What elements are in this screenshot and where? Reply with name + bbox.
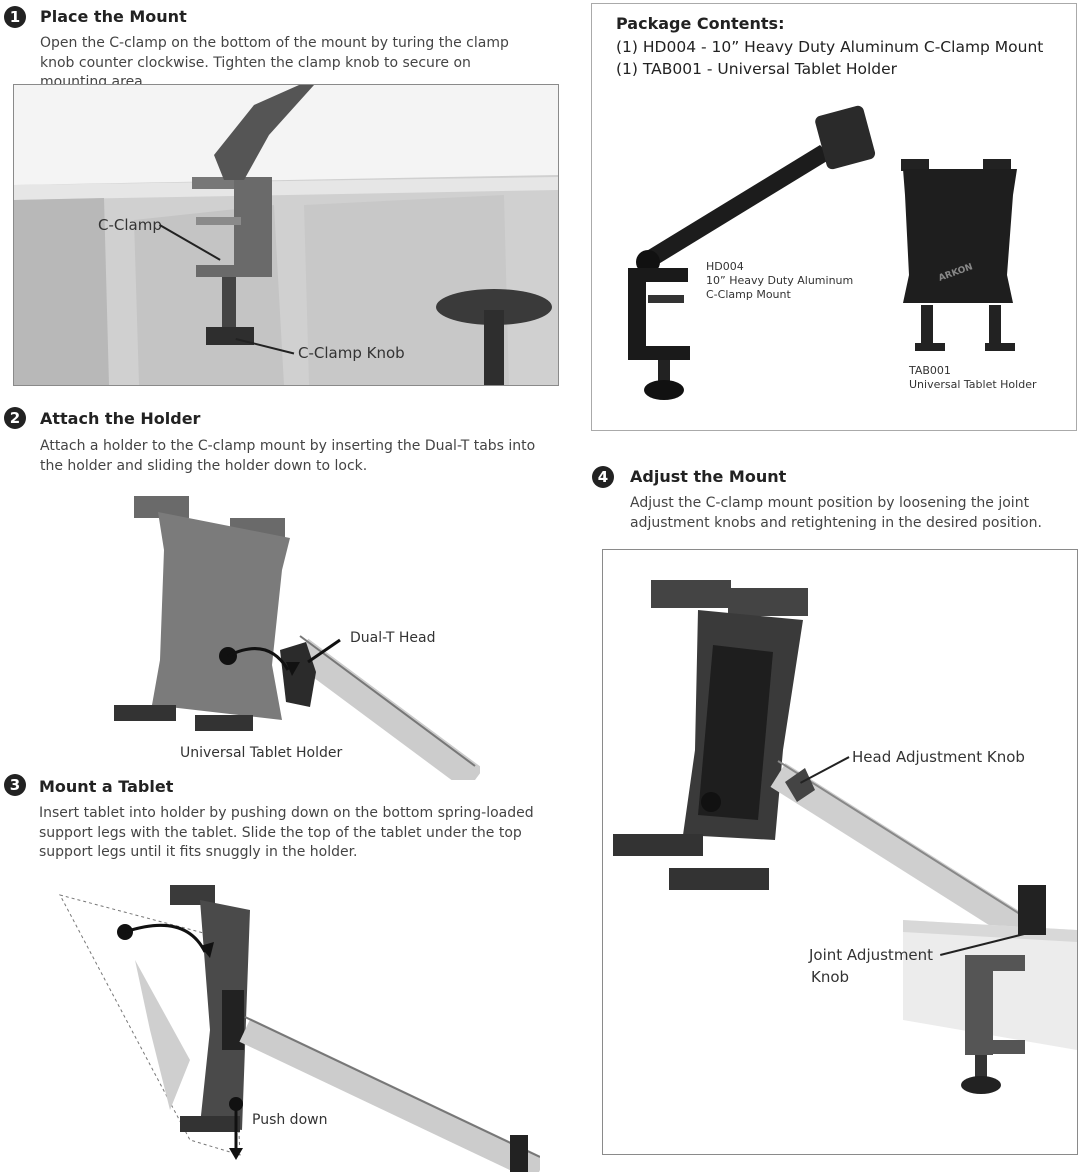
step-2-text: Attach a holder to the C-clamp mount by … bbox=[40, 438, 536, 474]
tab001-label-code: TAB001 bbox=[909, 364, 951, 377]
step-2-illustration bbox=[114, 496, 480, 780]
step-4-title: Adjust the Mount bbox=[630, 467, 787, 486]
c-clamp-callout: C-Clamp bbox=[98, 216, 162, 234]
push-down-callout: Push down bbox=[252, 1112, 328, 1128]
hd004-label-code: HD004 bbox=[706, 260, 744, 273]
package-item-2: (1) TAB001 - Universal Tablet Holder bbox=[616, 60, 898, 78]
universal-tablet-holder-callout: Universal Tablet Holder bbox=[180, 745, 343, 761]
c-clamp-knob-callout: C-Clamp Knob bbox=[298, 344, 405, 362]
hd004-label-desc-2: C-Clamp Mount bbox=[706, 288, 791, 301]
joint-adjustment-knob-callout-line-1: Joint Adjustment bbox=[809, 946, 934, 964]
dual-t-head-callout: Dual-T Head bbox=[350, 630, 436, 646]
tab001-holder-image bbox=[901, 159, 1017, 351]
package-item-1: (1) HD004 - 10” Heavy Duty Aluminum C-Cl… bbox=[616, 38, 1044, 56]
head-adjustment-knob-callout: Head Adjustment Knob bbox=[852, 748, 1025, 766]
hd004-mount-image bbox=[628, 105, 876, 400]
package-contents-heading: Package Contents: bbox=[616, 14, 785, 33]
step-4-illustration bbox=[602, 549, 1078, 1155]
step-1-number: 1 bbox=[4, 6, 26, 28]
tab001-label-desc: Universal Tablet Holder bbox=[909, 378, 1037, 391]
step-3-text: Insert tablet into holder by pushing dow… bbox=[39, 805, 534, 860]
step-1-title: Place the Mount bbox=[40, 7, 187, 26]
joint-adjustment-knob-callout-line-2: Knob bbox=[811, 968, 850, 986]
step-3-illustration bbox=[59, 885, 540, 1172]
hd004-label-desc: 10” Heavy Duty Aluminum bbox=[706, 274, 854, 287]
step-4-text: Adjust the C-clamp mount position by loo… bbox=[630, 495, 1042, 531]
desk-clamp-drawing bbox=[14, 85, 558, 385]
step-3-title: Mount a Tablet bbox=[39, 777, 174, 796]
step-4-number: 4 bbox=[592, 466, 614, 488]
step-2-number: 2 bbox=[4, 407, 26, 429]
adjust-mount-drawing bbox=[613, 580, 1077, 1094]
step-2-title: Attach the Holder bbox=[40, 409, 201, 428]
step-1-illustration bbox=[13, 84, 559, 386]
step-3-number: 3 bbox=[4, 774, 26, 796]
